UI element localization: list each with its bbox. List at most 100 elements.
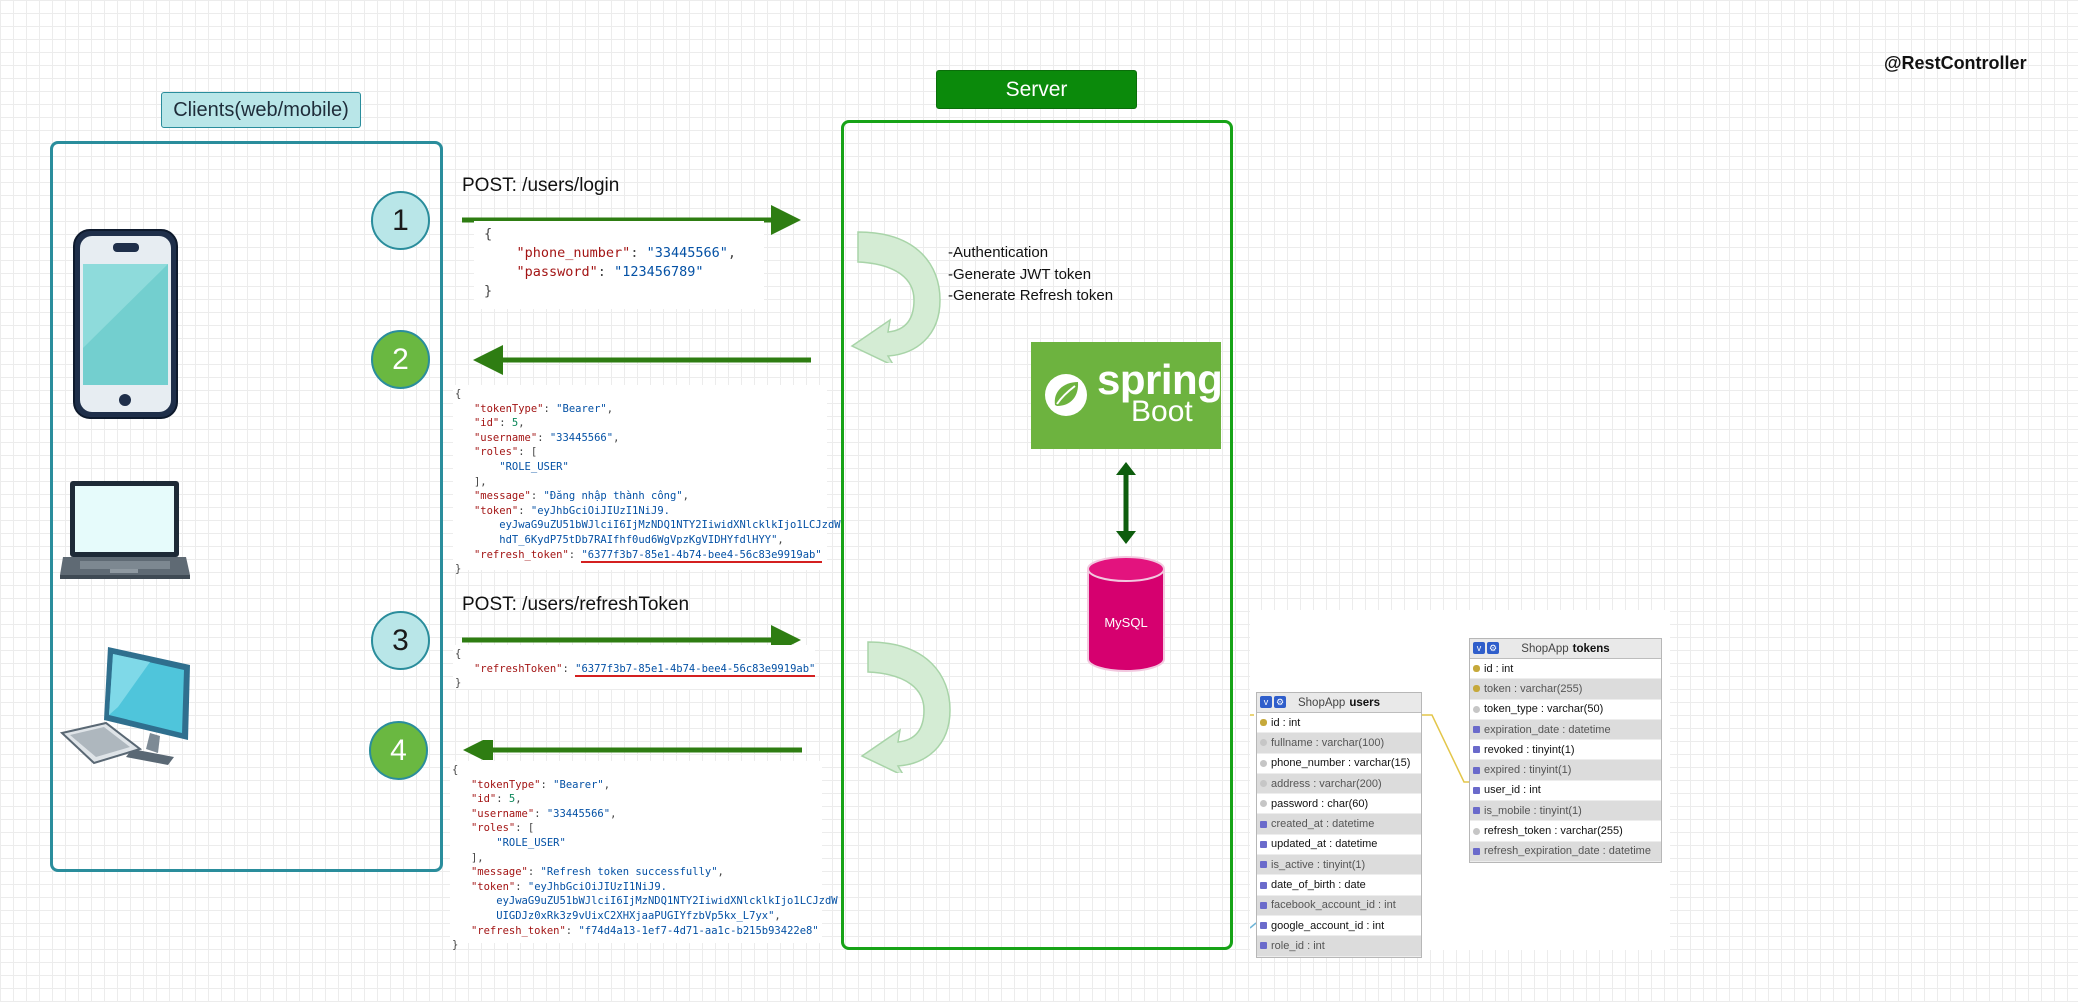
login-id: 5 [511,417,519,430]
users-column: date_of_birth : date [1257,875,1421,896]
refresh-token-value: "6377f3b7-85e1-4b74-bee4-56c83e9919ab" [575,662,816,677]
login-message: "Đăng nhập thành công" [543,490,683,503]
users-column: is_active : tinyint(1) [1257,855,1421,876]
users-column: phone_number : varchar(15) [1257,754,1421,774]
date-column-icon [1260,840,1267,848]
column-icon [1473,827,1480,835]
login-token-type: "Bearer" [556,402,607,415]
phone-number-key: "phone_number" [516,245,631,261]
refresh-token-type: "Bearer" [553,778,604,791]
password-key: "password" [516,264,598,280]
users-table-schema: ShopApp [1297,696,1346,709]
numeric-column-icon [1260,901,1267,909]
process-curve-arrow-icon [850,231,941,363]
unique-key-icon [1473,685,1480,693]
refresh-token-line3: UIGDJz0xRk3z9vUixC2XHXjaaPUGIYfzbVp5kx_L… [496,909,775,922]
column-icon [1260,780,1267,788]
column-icon [1260,739,1267,747]
laptop-icon [60,481,190,579]
users-column: created_at : datetime [1257,814,1421,835]
login-username: "33445566" [549,431,614,444]
refresh-id: 5 [508,793,516,806]
users-column: password : char(60) [1257,794,1421,815]
users-column: facebook_account_id : int [1257,895,1421,916]
column-icon [1473,705,1480,713]
tokens-column: id : int [1470,659,1661,680]
refresh-role: "ROLE_USER" [496,836,566,849]
settings-icon: ⚙ [1487,642,1499,654]
tokens-table-name: tokens [1572,642,1610,655]
refresh-response-arrow-wrap [463,740,802,760]
refresh-process-curve-arrow-icon [860,641,951,773]
users-column: address : varchar(200) [1257,773,1421,795]
login-endpoint-label: POST: /users/login [462,175,620,196]
boot-word: Boot [1131,395,1193,428]
step-3-circle: 3 [371,611,430,670]
spring-word: spring [1097,356,1223,403]
tokens-column: refresh_token : varchar(255) [1470,821,1661,842]
date-column-icon [1260,881,1267,889]
step-2-circle: 2 [371,330,430,389]
date-column-icon [1260,820,1267,828]
refresh-endpoint-label: POST: /users/refreshToken [462,594,690,615]
refresh-token-line2: eyJwaG9uZU51bWJlciI6IjMzNDQ1NTY2IiwidXNl… [496,895,838,908]
foreign-key-icon [1473,786,1480,794]
settings-icon: ⚙ [1274,696,1286,708]
note-authentication: -Authentication [948,244,1049,261]
users-column: fullname : varchar(100) [1257,733,1421,754]
view-icon: v [1260,696,1272,708]
mysql-label: MySQL [1104,615,1148,630]
server-container [841,120,1233,950]
login-response-json: { "tokenType": "Bearer", "id": 5, "usern… [453,385,841,575]
column-icon [1260,800,1267,808]
refresh-token-line1: "eyJhbGciOiJIUzI1NiJ9. [527,880,667,893]
step-4-circle: 4 [369,721,428,780]
refresh-username: "33445566" [546,807,611,820]
date-column-icon [1473,847,1480,855]
tokens-column: is_mobile : tinyint(1) [1470,801,1661,822]
login-request-json: { "phone_number": "33445566", "password"… [474,221,764,309]
login-token-line2: eyJwaG9uZU51bWJlciI6IjMzNDQ1NTY2IiwidXNl… [499,519,841,532]
login-refresh-token: "6377f3b7-85e1-4b74-bee4-56c83e9919ab" [581,548,822,563]
step-1-circle: 1 [371,191,430,250]
tokens-column: expiration_date : datetime [1470,719,1661,741]
refresh-message: "Refresh token successfully" [540,866,718,879]
spring-mysql-arrow [1116,462,1136,544]
refresh-token-key: "refreshToken" [473,662,563,675]
users-column: google_account_id : int [1257,916,1421,937]
primary-key-icon [1260,719,1267,727]
spring-leaf-icon [1045,374,1087,416]
spring-boot-logo: spring Boot [1031,342,1223,449]
clients-container [50,141,443,872]
tokens-table-schema: ShopApp [1521,642,1569,655]
users-column: updated_at : datetime [1257,835,1421,856]
date-column-icon [1473,726,1480,734]
users-column: id : int [1257,713,1421,734]
login-role: "ROLE_USER" [499,460,569,473]
phone-number-value: "33445566" [646,245,728,261]
column-icon [1260,759,1267,767]
note-generate-refresh: -Generate Refresh token [948,287,1114,304]
numeric-column-icon [1260,942,1267,950]
login-token-line3: hdT_6KydP75tDb7RAIfhf0ud6WgVpzKgVIDHYfdl… [499,533,778,546]
tokens-column: token : varchar(255) [1470,679,1661,700]
numeric-column-icon [1473,746,1480,754]
mysql-database-icon [1087,556,1165,672]
numeric-column-icon [1260,861,1267,869]
users-column: role_id : int [1257,936,1421,957]
smartphone-icon [73,229,178,419]
tokens-column: token_type : varchar(50) [1470,700,1661,720]
tokens-column: revoked : tinyint(1) [1470,740,1661,761]
desktop-computer-icon [60,647,190,765]
refresh-response-json: { "tokenType": "Bearer", "id": 5, "usern… [450,761,838,951]
view-icon: v [1473,642,1485,654]
clients-header: Clients(web/mobile) [161,92,361,128]
numeric-column-icon [1473,766,1480,774]
numeric-column-icon [1473,807,1480,815]
refresh-new-refresh-token: "f74d4a13-1ef7-4d71-aa1c-b215b93422e8" [578,924,819,937]
numeric-column-icon [1260,922,1267,930]
